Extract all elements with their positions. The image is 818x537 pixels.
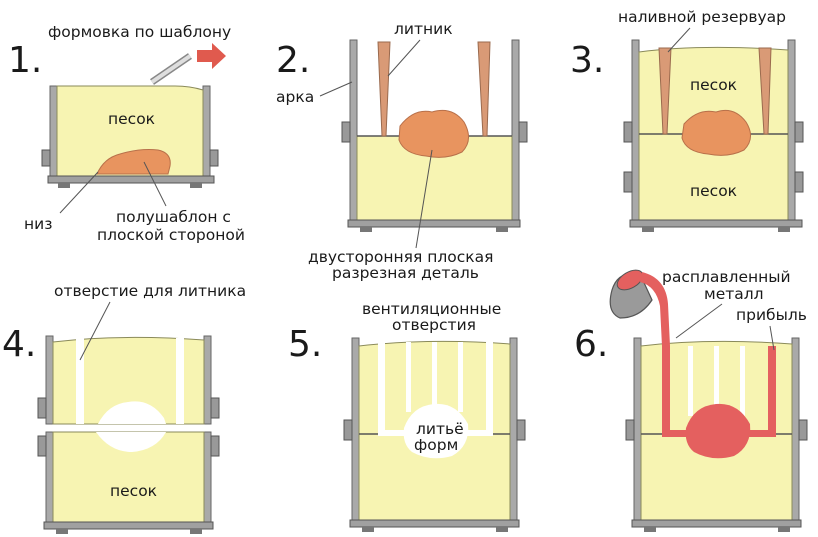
leader-riser (769, 325, 775, 351)
sprue-stake-left (658, 47, 672, 135)
label-cast-1: литьё (416, 420, 464, 438)
metal-sprue-left (662, 346, 670, 436)
leader-reservoir (667, 27, 691, 53)
bottom-board (347, 219, 521, 228)
step-3: 3. наливной резервуар песок песок (570, 8, 804, 232)
label-vents-2: отверстия (392, 316, 476, 334)
label-half-pattern-1: полушаблон с (116, 208, 231, 226)
label-cast-2: форм (414, 436, 458, 454)
step-3-number: 3. (570, 40, 604, 81)
leader-arch (319, 81, 353, 97)
leader-bottom (59, 171, 99, 214)
step-6: 6. расплавленный металл прибыль (574, 268, 808, 532)
split-pattern (398, 109, 469, 158)
sprue-stake-right (477, 41, 491, 137)
label-molten-1: расплавленный (662, 268, 791, 286)
vent-1 (406, 342, 411, 412)
direction-arrow (197, 43, 226, 69)
label-half-pattern-2: плоской стороной (97, 226, 245, 244)
leader-sprue-hole (79, 301, 111, 361)
flask-wall-left (631, 39, 640, 227)
step-2: 2. литник арка двусторонняя плоская разр… (276, 20, 528, 282)
label-sand: песок (110, 482, 157, 500)
cope-sand (638, 46, 789, 135)
sprue-hole-right (176, 338, 184, 424)
step-1: 1. формовка по шаблону песок низ полушаб… (8, 23, 245, 244)
flask-bracket-left (41, 149, 51, 167)
label-part-2: разрезная деталь (332, 264, 479, 282)
label-molten-2: металл (704, 285, 764, 303)
label-vents-1: вентиляционные (362, 300, 501, 318)
label-sand-top: песок (690, 76, 737, 94)
half-pattern (96, 149, 171, 175)
pour-stream (640, 272, 670, 346)
board-foot-right (190, 183, 202, 188)
mold-cavity (403, 403, 469, 459)
sprue-stake-left (377, 41, 391, 137)
flask-wall-right (202, 85, 211, 183)
bottom-board (47, 175, 215, 184)
label-template: формовка по шаблону (48, 23, 231, 41)
step-5: 5. вентиляционные отверстия литьё форм (288, 300, 526, 532)
cope-sand (52, 336, 205, 425)
label-sprue-hole: отверстие для литника (54, 282, 246, 300)
leader-half-pattern (143, 161, 167, 207)
label-arch: арка (276, 88, 314, 106)
sprue-channel-right (486, 342, 493, 434)
step-1-number: 1. (8, 40, 42, 81)
vent-3 (458, 342, 463, 412)
vent-2 (432, 342, 437, 412)
step-4: 4. отверстие для литника песок (2, 282, 246, 534)
label-sprue: литник (394, 20, 453, 38)
label-reservoir: наливной резервуар (618, 8, 786, 26)
arch-wall-left (349, 39, 358, 227)
leader-molten (675, 303, 723, 339)
flask-wall-right (787, 39, 796, 227)
bracket-right (518, 121, 528, 143)
step-6-number: 6. (574, 324, 608, 365)
metal-riser (768, 346, 776, 436)
leader-sprue (387, 39, 421, 77)
label-riser: прибыль (736, 306, 807, 324)
sprue-channel-left (378, 342, 385, 434)
pattern (681, 109, 751, 156)
label-sand-bottom: песок (690, 182, 737, 200)
step-2-number: 2. (276, 40, 310, 81)
label-sand: песок (108, 110, 155, 128)
board-foot-left (58, 183, 70, 188)
arch-wall-right (511, 39, 520, 227)
sprue-stake-right (758, 47, 772, 135)
drag-cavity (96, 432, 166, 452)
flask-bracket-right (209, 149, 219, 167)
metal-casting (685, 403, 751, 459)
flask-wall-left (49, 85, 58, 183)
bracket-left (341, 121, 351, 143)
cope-cavity (98, 401, 166, 424)
step-4-number: 4. (2, 324, 36, 365)
label-bottom: низ (24, 215, 52, 233)
sprue-hole-left (76, 338, 84, 424)
label-part-1: двусторонняя плоская (308, 248, 493, 266)
step-5-number: 5. (288, 324, 322, 365)
leader-part (415, 149, 433, 249)
